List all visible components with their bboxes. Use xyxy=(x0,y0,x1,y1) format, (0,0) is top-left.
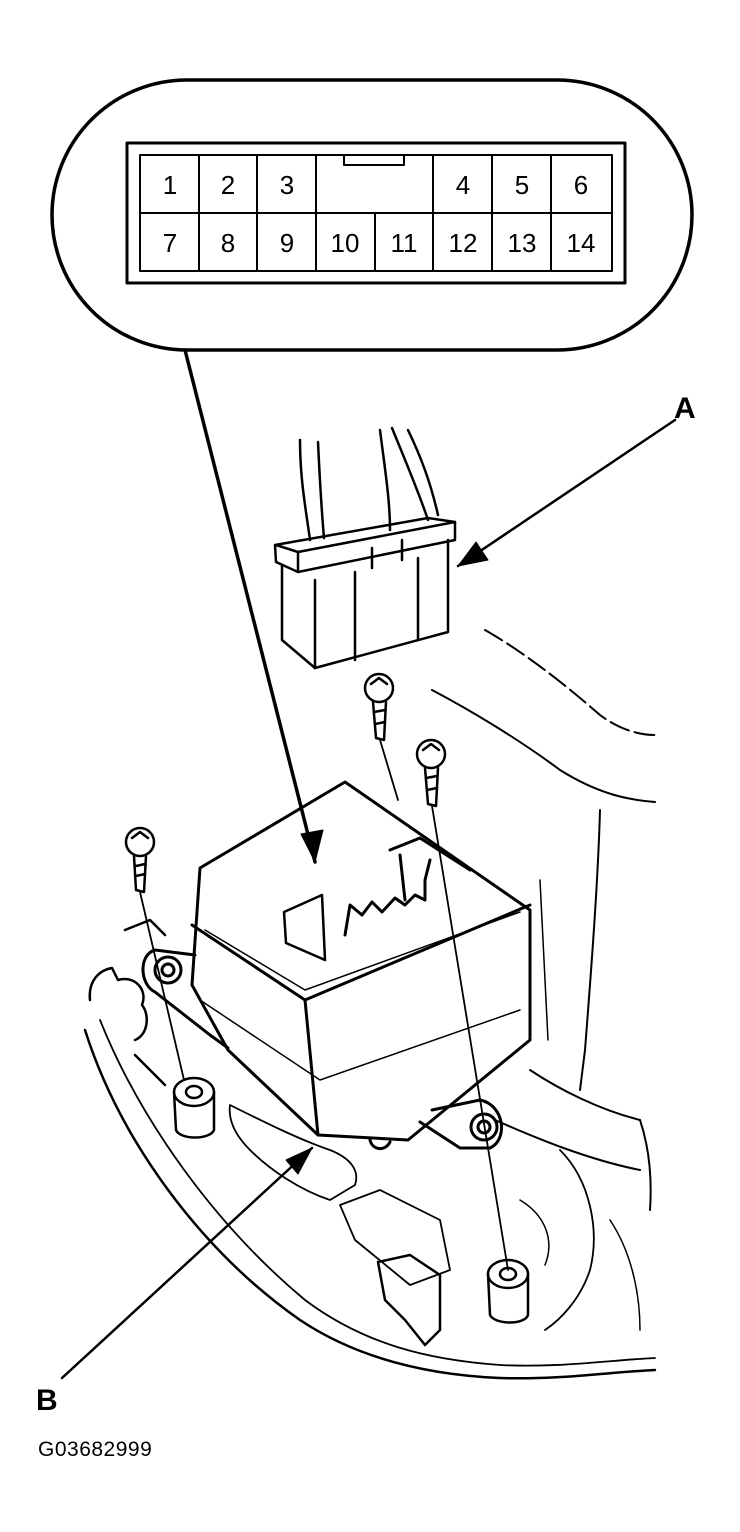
pin-label: 11 xyxy=(391,228,418,258)
pin-label: 8 xyxy=(221,228,235,258)
pin-label: 10 xyxy=(331,228,360,258)
pin-label: 12 xyxy=(449,228,478,258)
inset-leader-line xyxy=(183,348,317,864)
connector-face-outer xyxy=(125,141,627,285)
pin-label: 7 xyxy=(163,228,177,258)
harness-connector-a xyxy=(273,426,457,670)
pin-label: 1 xyxy=(163,170,177,200)
callout-a-leader xyxy=(456,418,677,568)
shifter-housing xyxy=(431,629,656,1211)
screw-middle xyxy=(363,672,399,801)
connector-inset-frame xyxy=(50,78,694,352)
callout-label-a: A xyxy=(674,392,696,425)
pin-label: 6 xyxy=(574,170,588,200)
pin-label: 9 xyxy=(280,228,294,258)
connector-lock-tab xyxy=(343,154,405,166)
pin-label: 5 xyxy=(515,170,529,200)
screw-left xyxy=(124,826,185,1081)
connector-pin-labels: 1 2 3 4 5 6 7 8 9 10 11 12 13 14 xyxy=(163,170,596,258)
pin-label: 2 xyxy=(221,170,235,200)
pin-label: 13 xyxy=(508,228,537,258)
pin-label: 3 xyxy=(280,170,294,200)
figure-code: G03682999 xyxy=(38,1438,153,1461)
screw-right xyxy=(415,738,509,1271)
callout-b-leader xyxy=(60,1146,314,1380)
callout-label-b: B xyxy=(36,1384,58,1417)
switch-body-b xyxy=(141,780,532,1150)
pin-label: 14 xyxy=(567,228,596,258)
console-base xyxy=(83,918,657,1380)
pin-label: 4 xyxy=(456,170,470,200)
